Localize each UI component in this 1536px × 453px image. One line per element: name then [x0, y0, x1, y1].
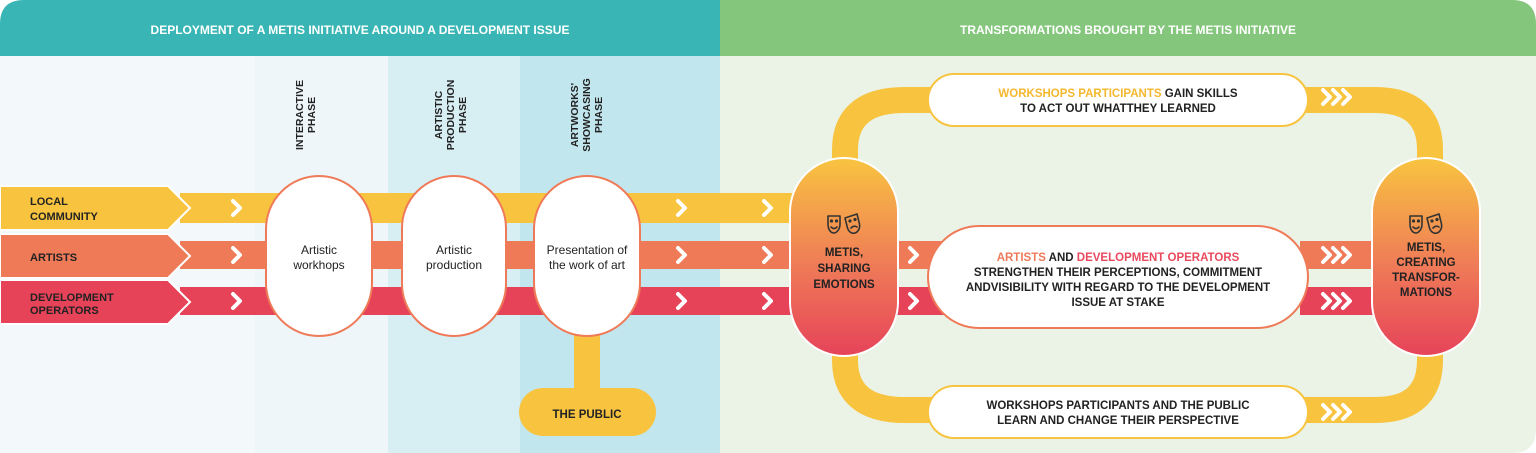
node-label-line: Artistic [301, 243, 337, 257]
public-connector: THE PUBLIC [519, 320, 656, 436]
metis-sharing-emotions: METIS, SHARING EMOTIONS [789, 157, 899, 357]
outcome-top-line1: WORKSHOPS PARTICIPANTS GAIN SKILLS [998, 88, 1238, 100]
node-label-line: workhops [292, 258, 344, 272]
node-label-line: production [426, 258, 482, 272]
outcome-bottom: WORKSHOPS PARTICIPANTS AND THE PUBLIC LE… [927, 385, 1309, 439]
phase-label-production: ARTISTIC PRODUCTION PHASE [433, 80, 469, 151]
node-label-line: Artistic [436, 243, 472, 257]
metis-label-line: TRANSFOR- [1392, 272, 1460, 284]
actor-artists: ARTISTS [0, 233, 192, 279]
metis-label-line: METIS, [1407, 242, 1445, 254]
outcome-top: WORKSHOPS PARTICIPANTS GAIN SKILLS TO AC… [927, 73, 1309, 127]
metis-label-line: SHARING [817, 263, 870, 275]
outcome-middle-connector: AND [1046, 252, 1077, 264]
actor-development-operators: DEVELOPMENT OPERATORS [0, 279, 192, 325]
node-label-line: the work of art [549, 258, 626, 272]
phase-label-line: PHASE [593, 97, 605, 133]
actor-local-community: LOCAL COMMUNITY [0, 185, 192, 231]
outcome-top-line2: TO ACT OUT WHATTHEY LEARNED [1020, 103, 1216, 115]
node-artistic-workshops: Artistic workhops [265, 175, 373, 337]
actor-label-line: ARTISTS [30, 252, 77, 264]
metis-label-line: MATIONS [1400, 287, 1453, 299]
outcome-middle-line: ISSUE AT STAKE [1071, 297, 1164, 309]
outcome-bottom-line: WORKSHOPS PARTICIPANTS AND THE PUBLIC [986, 400, 1249, 412]
actor-label-line: DEVELOPMENT [30, 292, 114, 304]
outcome-top-rest: GAIN SKILLS [1162, 88, 1238, 100]
node-artistic-production: Artistic production [401, 175, 507, 337]
header-left-title: DEPLOYMENT OF A METIS INITIATIVE AROUND … [151, 23, 570, 37]
phase-label-line: ARTISTIC [433, 90, 445, 139]
actor-label-line: COMMUNITY [30, 211, 98, 223]
phase-label-line: PHASE [457, 97, 469, 133]
header-left: DEPLOYMENT OF A METIS INITIATIVE AROUND … [0, 0, 720, 56]
node-presentation: Presentation of the work of art [533, 175, 641, 337]
phase-label-interactive: INTERACTIVE PHASE [294, 80, 318, 150]
node-label-line: Presentation of [547, 243, 628, 257]
header-right-title: TRANSFORMATIONS BROUGHT BY THE METIS INI… [960, 23, 1296, 37]
highlight-artists: ARTISTS [997, 252, 1047, 264]
public-label: THE PUBLIC [553, 409, 622, 421]
outcome-middle-line1: ARTISTS AND DEVELOPMENT OPERATORS [997, 252, 1240, 264]
highlight-workshops-participants: WORKSHOPS PARTICIPANTS [998, 88, 1161, 100]
phase-label-line: SHOWCASING [581, 78, 593, 152]
phase-label-showcasing: ARTWORKS' SHOWCASING PHASE [569, 78, 605, 152]
metis-label-line: EMOTIONS [813, 279, 875, 291]
phase-label-line: INTERACTIVE [294, 80, 306, 150]
metis-creating-transformations: METIS, CREATING TRANSFOR- MATIONS [1371, 157, 1481, 357]
metis-label-line: METIS, [825, 247, 863, 259]
actor-label-line: LOCAL [30, 196, 68, 208]
outcome-bottom-line: LEARN AND CHANGE THEIR PERSPECTIVE [997, 415, 1239, 427]
outcome-middle: ARTISTS AND DEVELOPMENT OPERATORS STRENG… [927, 225, 1309, 329]
highlight-development-operators: DEVELOPMENT OPERATORS [1077, 252, 1240, 264]
phase-label-line: PHASE [306, 97, 318, 133]
phase-label-line: PRODUCTION [445, 80, 457, 151]
metis-label-line: CREATING [1396, 257, 1455, 269]
header-right: TRANSFORMATIONS BROUGHT BY THE METIS INI… [720, 0, 1536, 56]
outcome-middle-line: STRENGTHEN THEIR PERCEPTIONS, COMMITMENT [974, 267, 1262, 279]
actor-label-line: OPERATORS [30, 305, 99, 317]
phase-label-line: ARTWORKS' [569, 83, 581, 147]
outcome-middle-line: ANDVISIBILITY WITH REGARD TO THE DEVELOP… [966, 282, 1270, 294]
